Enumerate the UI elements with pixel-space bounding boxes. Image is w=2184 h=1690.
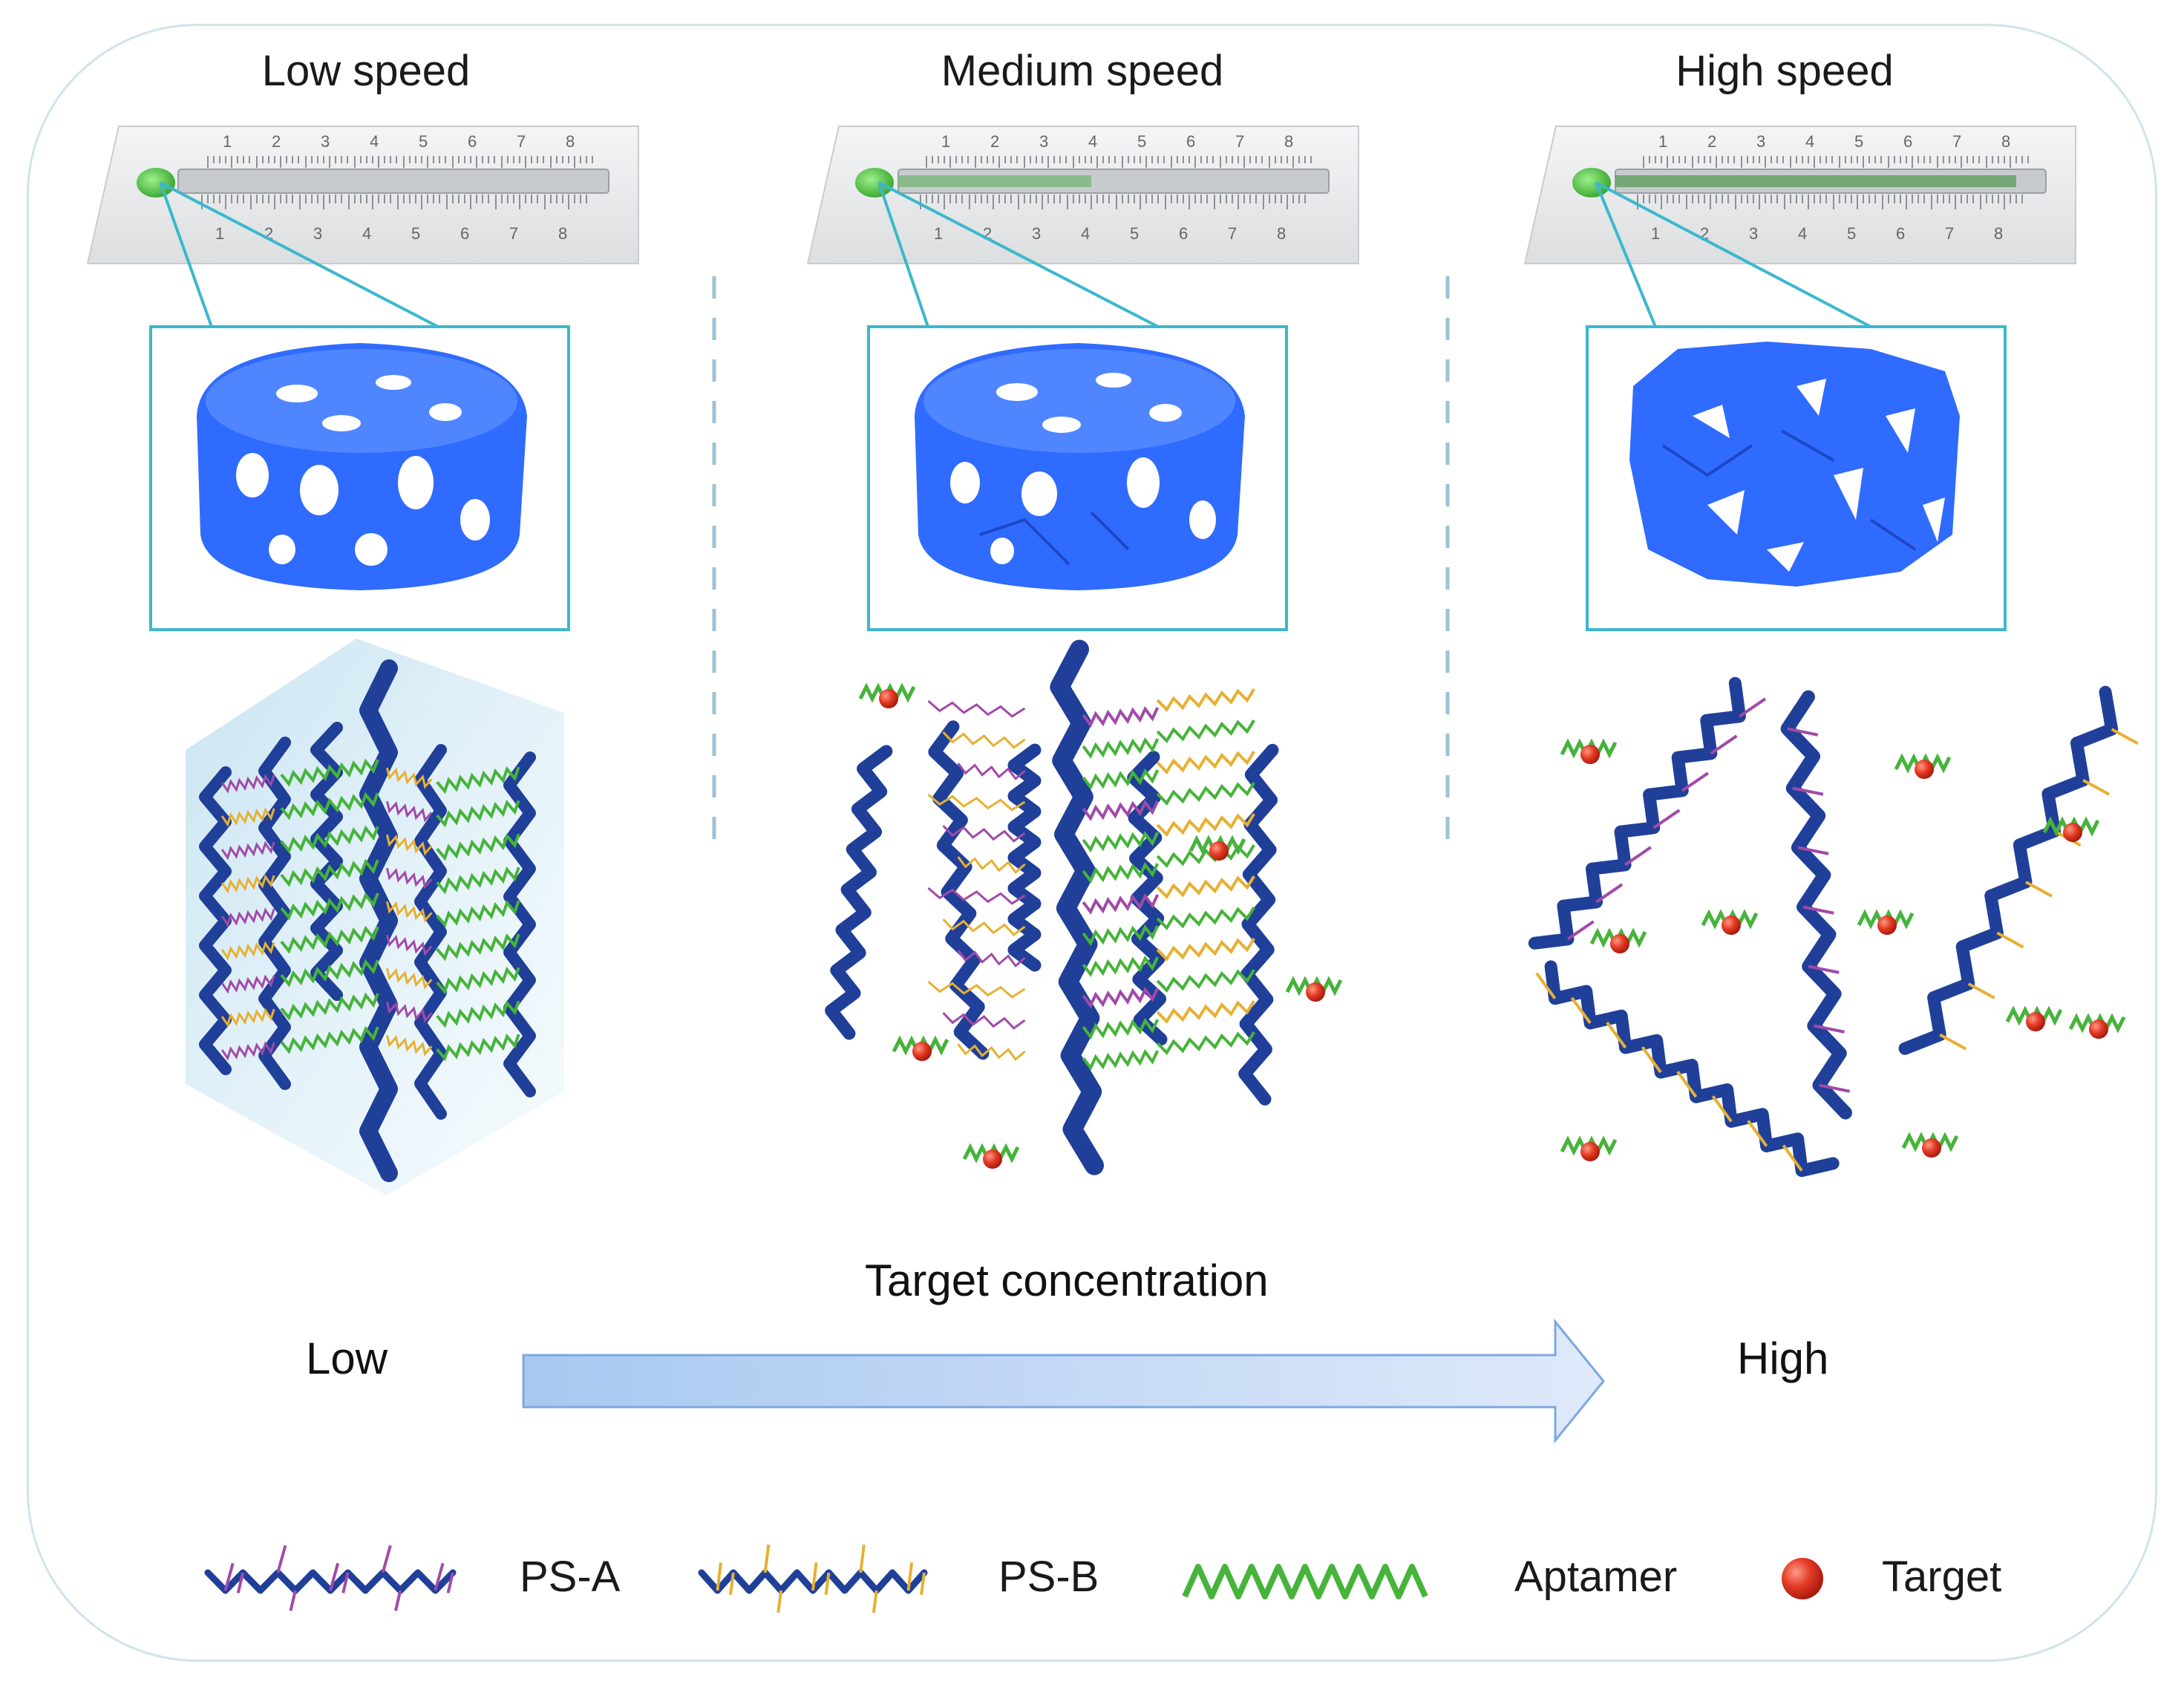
ruler-tick-label: 8 <box>1284 132 1293 151</box>
panel-title-medium: Medium speed <box>941 47 1224 95</box>
target-molecule <box>894 1040 947 1061</box>
ruler-tick-label: 5 <box>1854 132 1863 151</box>
ruler-tick-label: 5 <box>1137 132 1146 151</box>
target-molecule <box>1896 757 1949 779</box>
panel-title-low: Low speed <box>261 47 471 95</box>
target-molecule <box>2070 1017 2124 1039</box>
ruler-tick-label: 6 <box>460 224 469 243</box>
ruler-tick-label: 6 <box>1179 224 1188 243</box>
target-molecule <box>1562 1140 1615 1161</box>
ruler-tick-label: 2 <box>1707 132 1716 151</box>
ruler-tick-label: 5 <box>411 224 420 243</box>
hydrogel-network-medium <box>825 639 1341 1175</box>
target-molecule <box>1562 743 1615 764</box>
target-molecule <box>1592 932 1645 953</box>
ruler-tick-label: 5 <box>1847 224 1856 243</box>
ruler-tick-label: 7 <box>1235 132 1244 151</box>
ruler-tick-label: 4 <box>1081 224 1090 243</box>
target-molecule <box>860 687 914 708</box>
ruler-tick-label: 2 <box>990 132 999 151</box>
target-molecule <box>2007 1010 2061 1031</box>
ruler-tick-label: 6 <box>1903 132 1912 151</box>
target-molecule <box>1859 913 1912 935</box>
ruler-tick-label: 4 <box>1805 132 1814 151</box>
ruler-tick-label: 3 <box>1032 224 1041 243</box>
legend-target-glyph <box>1782 1558 1823 1599</box>
ruler-tick-label: 4 <box>370 132 379 151</box>
hydrogel-network-high <box>1528 676 2139 1178</box>
legend-ps-a-glyph <box>204 1544 457 1611</box>
ruler-tick-label: 7 <box>1945 224 1954 243</box>
ruler-tick-label: 3 <box>1756 132 1765 151</box>
ruler-tick-label: 1 <box>1651 224 1660 243</box>
ruler-tick-label: 8 <box>1994 224 2003 243</box>
ruler-tick-label: 3 <box>313 224 322 243</box>
ruler-tick-label: 3 <box>321 132 330 151</box>
gel-disc-low <box>197 343 527 590</box>
ruler-tick-label: 1 <box>941 132 950 151</box>
ruler-tick-label: 2 <box>272 132 281 151</box>
panel-title-high: High speed <box>1675 47 1894 95</box>
ruler-low <box>86 125 639 264</box>
legend-target-label: Target <box>1882 1553 2002 1601</box>
sample-droplet <box>1572 168 1611 198</box>
sample-droplet <box>137 168 175 198</box>
legend-aptamer-label: Aptamer <box>1514 1553 1678 1601</box>
ruler-tick-label: 6 <box>1186 132 1195 151</box>
axis-low-label: Low <box>306 1334 388 1383</box>
gel-disc-medium <box>915 343 1245 590</box>
legend-ps-b-label: PS-B <box>998 1553 1099 1601</box>
ruler-tick-label: 6 <box>1896 224 1905 243</box>
target-molecule <box>964 1147 1018 1169</box>
legend-ps-a-label: PS-A <box>520 1553 621 1601</box>
ruler-tick-label: 8 <box>1277 224 1286 243</box>
ruler-tick-label: 8 <box>2001 132 2010 151</box>
ruler-tick-label: 6 <box>468 132 477 151</box>
ruler-tick-label: 4 <box>1798 224 1807 243</box>
axis-title: Target concentration <box>865 1256 1269 1305</box>
ruler-tick-label: 8 <box>566 132 575 151</box>
ruler-tick-label: 1 <box>934 224 943 243</box>
ruler-tick-label: 5 <box>1130 224 1139 243</box>
target-molecule <box>1287 980 1341 1002</box>
target-molecule <box>1703 913 1756 935</box>
ruler-tick-label: 4 <box>1088 132 1097 151</box>
target-molecule <box>1191 839 1244 861</box>
gel-disc-high <box>1629 342 1960 587</box>
ruler-tick-label: 1 <box>223 132 232 151</box>
target-molecule <box>1903 1136 1957 1158</box>
ruler-tick-label: 7 <box>1228 224 1237 243</box>
sample-droplet <box>855 168 894 198</box>
ruler-tick-label: 3 <box>1749 224 1758 243</box>
ruler-tick-label: 3 <box>1039 132 1048 151</box>
ruler-tick-label: 7 <box>1952 132 1961 151</box>
legend-ps-b-glyph <box>698 1544 928 1614</box>
legend-aptamer-glyph <box>1182 1564 1428 1599</box>
ruler-tick-label: 7 <box>509 224 518 243</box>
axis-high-label: High <box>1737 1334 1829 1383</box>
ruler-tick-label: 8 <box>558 224 567 243</box>
ruler-tick-label: 7 <box>517 132 526 151</box>
ruler-tick-label: 1 <box>1658 132 1667 151</box>
ruler-tick-label: 5 <box>419 132 428 151</box>
outer-frame <box>27 24 2157 1662</box>
ruler-tick-label: 4 <box>362 224 371 243</box>
hydrogel-network-low <box>186 639 564 1195</box>
ruler-tick-label: 1 <box>215 224 224 243</box>
concentration-arrow <box>522 1318 1605 1444</box>
